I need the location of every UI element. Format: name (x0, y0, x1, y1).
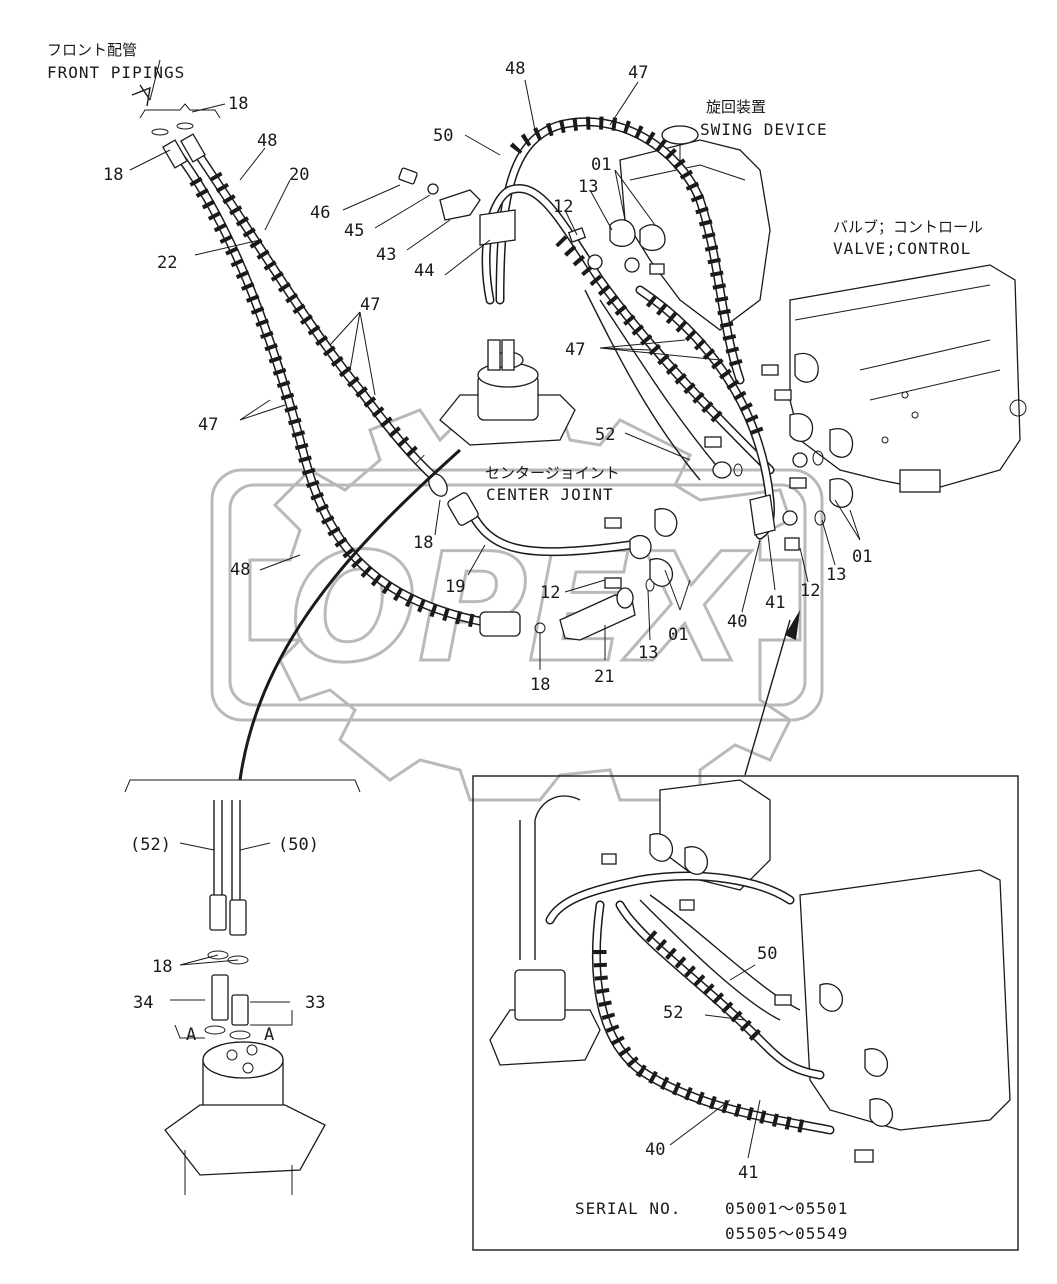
swing-device-jp: 旋回装置 (706, 98, 766, 116)
center-joint-en: CENTER JOINT (486, 485, 614, 504)
callout-19: 19 (445, 577, 465, 597)
hose-assembly-left (131, 84, 505, 630)
callout-41: 41 (765, 593, 785, 613)
valve-fittings (704, 352, 854, 551)
control-valve (789, 264, 1027, 493)
valve-control-jp: バルブ；コントロール (833, 218, 983, 236)
bracket-clamps (398, 167, 666, 275)
callout-01a: 01 (591, 155, 611, 175)
callout-33: 33 (305, 993, 325, 1013)
callout-45: 45 (344, 221, 364, 241)
callout-13b: 13 (638, 643, 658, 663)
callout-01c: 01 (852, 547, 872, 567)
center-joint (439, 339, 576, 446)
callout-48-top: 48 (505, 59, 525, 79)
callout-47-top: 47 (628, 63, 648, 83)
center-joint-jp: センタージョイント (485, 464, 620, 482)
serial-range-1: 05001～05501 (725, 1199, 848, 1218)
callout-18d: 18 (530, 675, 550, 695)
callout-34: 34 (133, 993, 153, 1013)
callout-43: 43 (376, 245, 396, 265)
callout-18c: 18 (413, 533, 433, 553)
callout-12b: 12 (540, 583, 560, 603)
callout-13a: 13 (578, 177, 598, 197)
callout-20: 20 (289, 165, 309, 185)
callout-18e: 18 (152, 957, 172, 977)
callout-13c: 13 (826, 565, 846, 585)
callout-40-inset: 40 (645, 1140, 665, 1160)
callout-50: 50 (433, 126, 453, 146)
serial-range-2: 05505～05549 (725, 1224, 848, 1243)
valve-control-en: VALVE;CONTROL (833, 239, 971, 258)
callout-12a: 12 (553, 197, 573, 217)
callout-A-right: A (264, 1025, 274, 1045)
callout-52-paren: (52) (130, 835, 171, 855)
callout-50-inset: 50 (757, 944, 777, 964)
callout-21: 21 (594, 667, 614, 687)
callout-41-inset: 41 (738, 1163, 758, 1183)
callout-48b: 48 (230, 560, 250, 580)
lower-fittings (428, 473, 678, 641)
swing-device (619, 125, 771, 331)
detail-leader (238, 448, 462, 781)
callout-50-paren: (50) (278, 835, 319, 855)
callout-12c: 12 (800, 581, 820, 601)
callout-52: 52 (595, 425, 615, 445)
serial-inset (472, 610, 1019, 1251)
callout-22: 22 (157, 253, 177, 273)
detail-center-joint (124, 779, 361, 1195)
leader-lines (129, 59, 861, 966)
callout-52-inset: 52 (663, 1003, 683, 1023)
callout-01b: 01 (668, 625, 688, 645)
callout-40: 40 (727, 612, 747, 632)
serial-label: SERIAL NO. (575, 1199, 681, 1218)
callout-18b: 18 (103, 165, 123, 185)
callout-46: 46 (310, 203, 330, 223)
callout-48a: 48 (257, 131, 277, 151)
callout-18a: 18 (228, 94, 248, 114)
callout-A-left: A (186, 1025, 196, 1045)
callout-47a: 47 (360, 295, 380, 315)
swing-device-en: SWING DEVICE (700, 120, 828, 139)
front-pipings-jp: フロント配管 (47, 41, 137, 59)
front-pipings-en: FRONT PIPINGS (47, 63, 185, 82)
callout-44: 44 (414, 261, 434, 281)
callout-47b: 47 (198, 415, 218, 435)
callout-47c: 47 (565, 340, 585, 360)
